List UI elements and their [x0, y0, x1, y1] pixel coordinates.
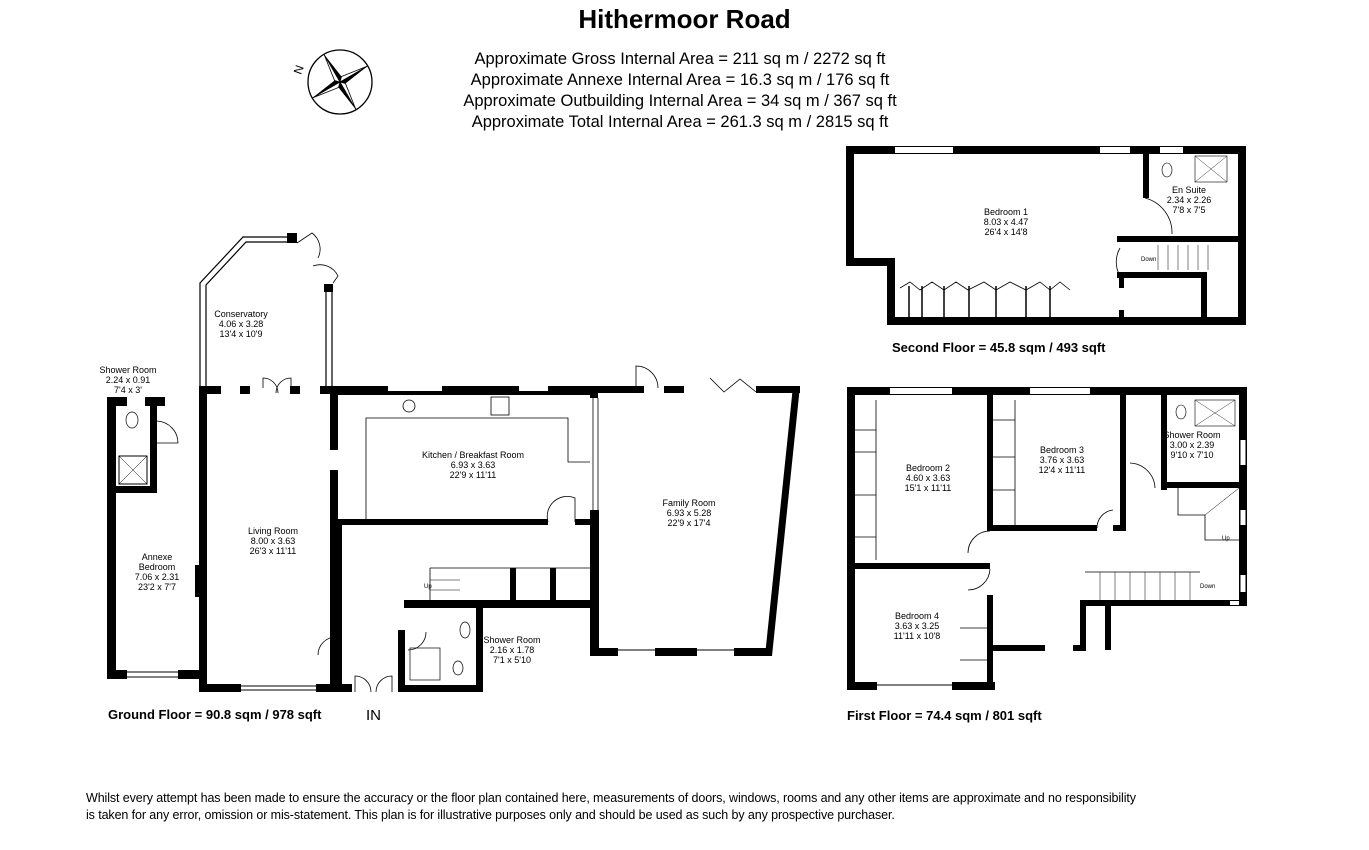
svg-text:6.93 x 5.28: 6.93 x 5.28: [667, 508, 712, 518]
room-name-annexe-bedroom: Annexe: [142, 552, 173, 562]
disclaimer-text: Whilst every attempt has been made to en…: [86, 791, 1136, 822]
annexe-area: Approximate Annexe Internal Area = 16.3 …: [470, 71, 890, 89]
svg-text:9'10 x 7'10: 9'10 x 7'10: [1171, 450, 1214, 460]
svg-text:26'3 x 11'11: 26'3 x 11'11: [250, 546, 297, 556]
svg-text:13'4 x 10'9: 13'4 x 10'9: [220, 329, 263, 339]
room-name-ground-shower-room: Shower Room: [483, 635, 540, 645]
svg-text:3.00 x 2.39: 3.00 x 2.39: [1170, 440, 1215, 450]
room-name-bedroom-4: Bedroom 4: [895, 611, 939, 621]
room-name-bedroom-2: Bedroom 2: [906, 463, 950, 473]
room-name-bedroom-1: Bedroom 1: [984, 207, 1028, 217]
compass-rose-icon: N: [291, 49, 373, 115]
svg-text:11'11 x 10'8: 11'11 x 10'8: [894, 631, 941, 641]
svg-text:7.06 x 2.31: 7.06 x 2.31: [135, 572, 180, 582]
room-name-family-room: Family Room: [662, 498, 715, 508]
svg-text:22'9 x 11'11: 22'9 x 11'11: [450, 470, 497, 480]
room-name-en-suite: En Suite: [1172, 185, 1206, 195]
room-name-annexe-shower-room: Shower Room: [99, 365, 156, 375]
first-floor-plan: Down Up: [847, 387, 1247, 690]
second-floor-plan: Down: [846, 146, 1246, 325]
entrance-label: IN: [366, 707, 381, 724]
svg-text:7'8 x 7'5: 7'8 x 7'5: [1173, 205, 1206, 215]
svg-text:8.03 x 4.47: 8.03 x 4.47: [984, 217, 1029, 227]
second-floor-label: Second Floor = 45.8 sqm / 493 sqft: [892, 340, 1106, 355]
svg-text:22'9 x 17'4: 22'9 x 17'4: [668, 518, 711, 528]
room-name-kitchen: Kitchen / Breakfast Room: [422, 450, 524, 460]
area-summary: Approximate Gross Internal Area = 211 sq…: [400, 49, 960, 133]
room-name-bedroom-3: Bedroom 3: [1040, 445, 1084, 455]
room-name-living-room: Living Room: [248, 526, 298, 536]
room-name-conservatory: Conservatory: [214, 309, 268, 319]
room-labels: Conservatory 4.06 x 3.28 13'4 x 10'9 Sho…: [99, 185, 1220, 665]
svg-text:3.76 x 3.63: 3.76 x 3.63: [1040, 455, 1085, 465]
svg-text:8.00 x 3.63: 8.00 x 3.63: [251, 536, 296, 546]
outbuilding-area: Approximate Outbuilding Internal Area = …: [463, 92, 897, 110]
ground-floor-plan: [107, 232, 800, 693]
ground-floor-stairs-up: Up: [424, 584, 432, 590]
first-floor-stairs-down: Down: [1200, 584, 1215, 590]
svg-text:2.24 x 0.91: 2.24 x 0.91: [106, 375, 151, 385]
svg-text:2.34 x 2.26: 2.34 x 2.26: [1167, 195, 1212, 205]
ground-floor-label: Ground Floor = 90.8 sqm / 978 sqft: [108, 707, 322, 722]
svg-text:Bedroom: Bedroom: [139, 562, 176, 572]
svg-text:3.63 x 3.25: 3.63 x 3.25: [895, 621, 940, 631]
second-floor-stairs-down: Down: [1141, 257, 1156, 263]
svg-text:12'4 x 11'11: 12'4 x 11'11: [1039, 465, 1086, 475]
svg-text:7'4 x 3': 7'4 x 3': [114, 385, 142, 395]
gross-area: Approximate Gross Internal Area = 211 sq…: [474, 50, 886, 68]
svg-text:6.93 x 3.63: 6.93 x 3.63: [451, 460, 496, 470]
page-title: Hithermoor Road: [578, 4, 791, 34]
svg-text:23'2 x 7'7: 23'2 x 7'7: [138, 582, 176, 592]
svg-text:4.06 x 3.28: 4.06 x 3.28: [219, 319, 264, 329]
svg-text:2.16 x 1.78: 2.16 x 1.78: [490, 645, 535, 655]
svg-text:7'1 x 5'10: 7'1 x 5'10: [493, 655, 531, 665]
first-floor-label: First Floor = 74.4 sqm / 801 sqft: [847, 708, 1042, 723]
svg-text:15'1 x 11'11: 15'1 x 11'11: [905, 483, 952, 493]
first-floor-stairs-up: Up: [1222, 536, 1230, 542]
svg-text:26'4 x 14'8: 26'4 x 14'8: [985, 227, 1028, 237]
total-area: Approximate Total Internal Area = 261.3 …: [471, 113, 889, 131]
svg-text:4.60 x 3.63: 4.60 x 3.63: [906, 473, 951, 483]
room-name-first-shower-room: Shower Room: [1163, 430, 1220, 440]
